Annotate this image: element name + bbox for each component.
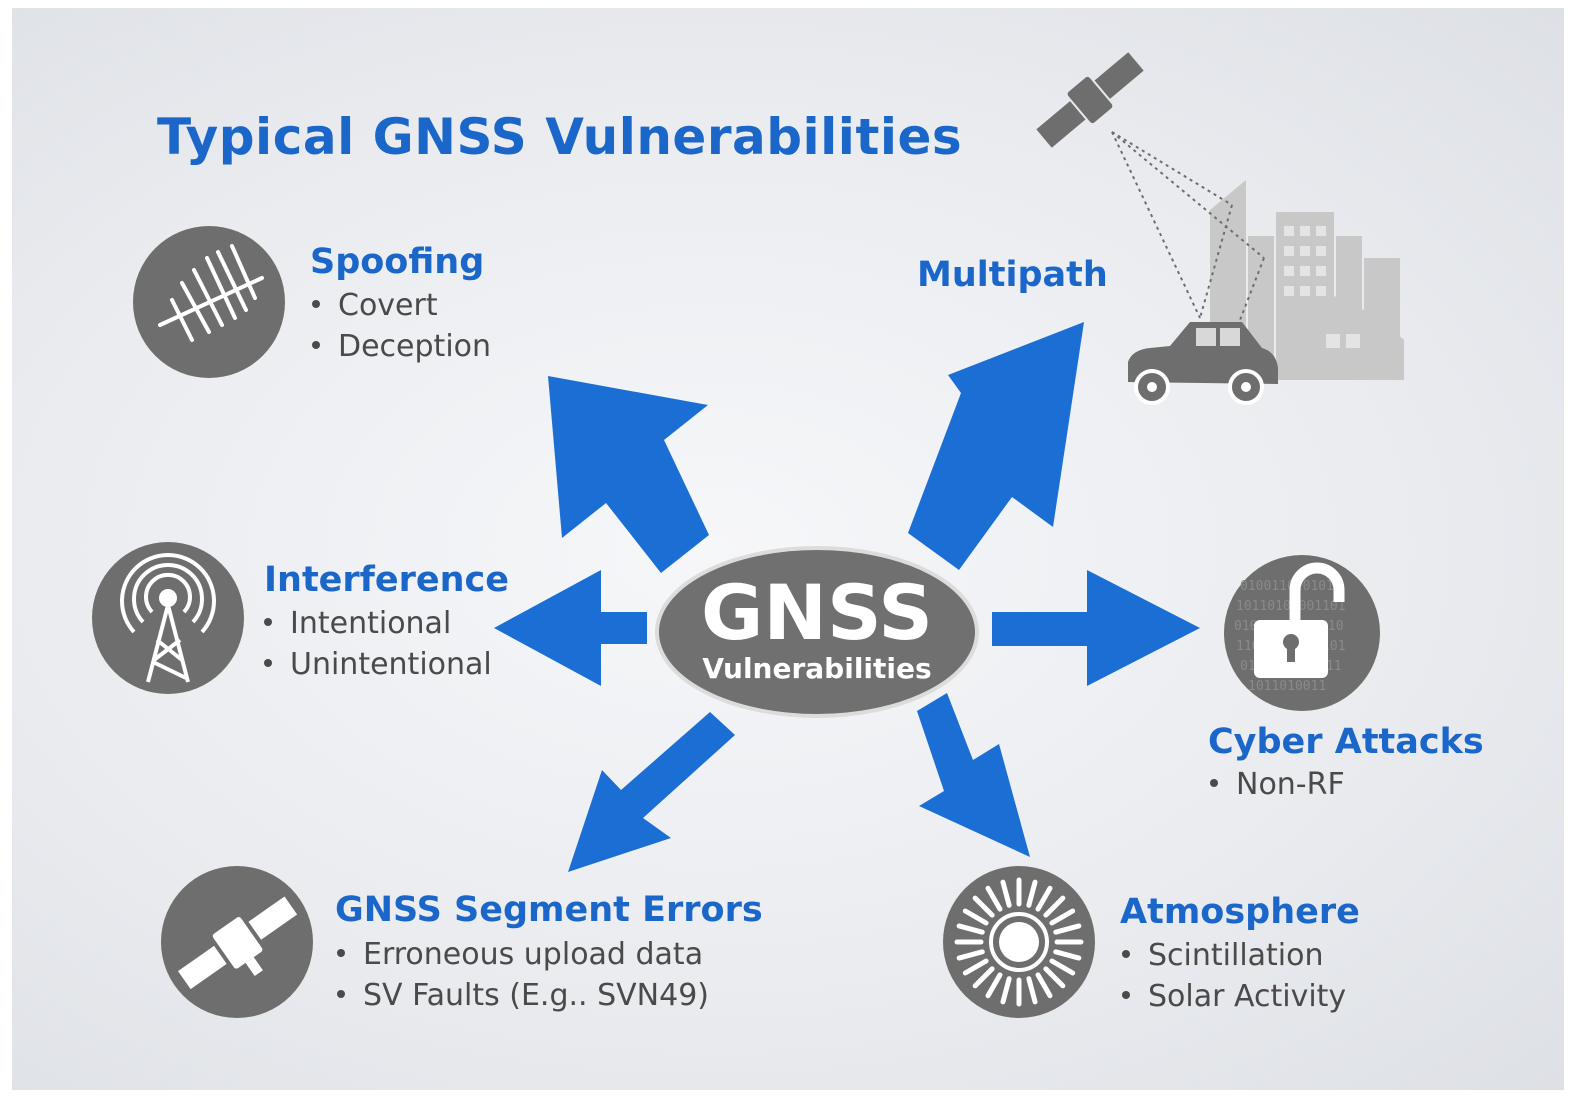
segment-item: SV Faults (E.g.. SVN49) xyxy=(337,975,709,1016)
segment-item: Erroneous upload data xyxy=(337,934,703,975)
center-subtitle: Vulnerabilities xyxy=(702,652,932,685)
unlocked-padlock-icon: 0100110101011 10110101001101 01011001011… xyxy=(1224,555,1380,711)
interference-heading: Interference xyxy=(264,560,510,600)
antenna-icon xyxy=(133,226,285,378)
interference-item: Unintentional xyxy=(264,644,492,685)
spoofing-item: Covert xyxy=(312,285,438,326)
multipath-heading: Multipath xyxy=(917,255,1108,295)
page-title: Typical GNSS Vulnerabilities xyxy=(157,108,963,166)
arrow-multipath xyxy=(908,322,1084,570)
arrow-cyber xyxy=(992,570,1200,686)
city-car-satellite-icon xyxy=(1036,52,1404,405)
center-ellipse xyxy=(655,546,979,718)
cyber-heading: Cyber Attacks xyxy=(1208,722,1484,762)
segment-heading: GNSS Segment Errors xyxy=(335,890,763,930)
interference-item: Intentional xyxy=(264,603,451,644)
atmosphere-item: Solar Activity xyxy=(1122,976,1346,1017)
atmosphere-heading: Atmosphere xyxy=(1120,892,1360,932)
radio-tower-icon xyxy=(92,542,244,694)
satellite-icon xyxy=(161,866,313,1018)
arrow-atmosphere xyxy=(917,693,1030,857)
atmosphere-item: Scintillation xyxy=(1122,935,1324,976)
arrow-interference xyxy=(494,570,647,686)
arrow-spoofing xyxy=(548,376,709,573)
cyber-item: Non-RF xyxy=(1210,764,1345,805)
center-title: GNSS xyxy=(700,568,934,657)
sun-icon xyxy=(943,866,1095,1018)
spoofing-item: Deception xyxy=(312,326,491,367)
spoofing-heading: Spoofing xyxy=(310,242,485,282)
svg-text:1011010011: 1011010011 xyxy=(1248,679,1326,694)
arrow-segment xyxy=(568,712,735,872)
